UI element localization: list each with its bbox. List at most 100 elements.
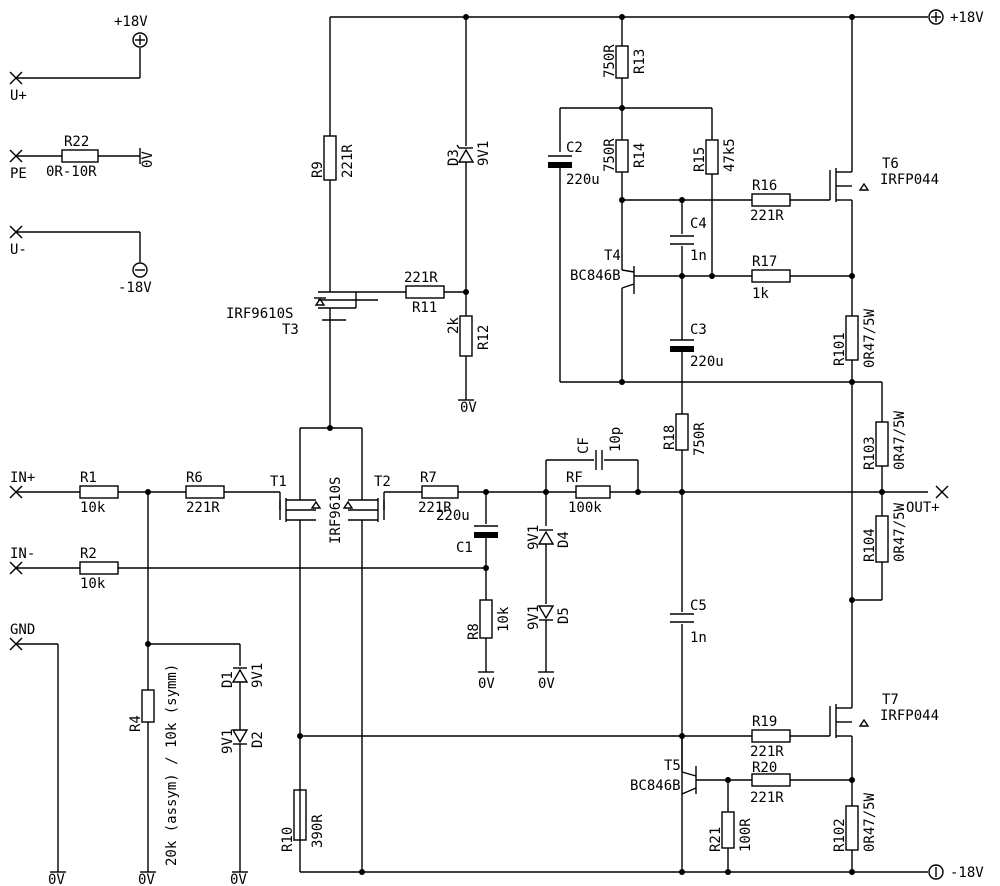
c2-capacitor: [548, 108, 882, 383]
label-t3-type: IRF9610S: [226, 306, 293, 322]
rf-resistor: [575, 485, 949, 499]
r18-resistor: [675, 413, 689, 612]
label-t3: T3: [282, 322, 299, 338]
label-r11: R11: [412, 300, 437, 316]
label-r102: R102: [832, 818, 848, 852]
label-c2: C2: [566, 140, 583, 156]
label-r6-val: 221R: [186, 500, 220, 516]
r20-resistor: [751, 773, 852, 787]
label-r12-val: 2k: [446, 317, 462, 334]
u-minus-connector: [9, 225, 148, 278]
r13-resistor: [560, 17, 712, 140]
negative-rail: [300, 864, 944, 880]
in-minus-line: [9, 561, 486, 575]
junction-dots: [145, 14, 885, 875]
label-r15-val: 47k5: [722, 138, 738, 172]
label-d3-val: 9V1: [476, 141, 492, 166]
t1-mosfet: [279, 492, 322, 872]
label-r19-val: 221R: [750, 744, 784, 760]
label-r21-val: 100R: [738, 818, 754, 852]
label-r8-gnd: 0V: [478, 676, 495, 692]
label-r1-val: 10k: [80, 500, 106, 516]
label-r17: R17: [752, 254, 777, 270]
label-r6: R6: [186, 470, 203, 486]
label-c5: C5: [690, 598, 707, 614]
label-d2-0v: 0V: [230, 872, 247, 886]
r16-resistor: [622, 193, 830, 207]
r11-resistor: [356, 285, 466, 299]
r10-resistor: [293, 789, 307, 841]
label-r7: R7: [420, 470, 437, 486]
label-p18-right: +18V: [950, 10, 984, 26]
d3-zener: [456, 17, 475, 292]
label-r19: R19: [752, 714, 777, 730]
label-r22-val: 0R-10R: [46, 164, 97, 180]
label-t2: T2: [374, 474, 391, 490]
label-c4-val: 1n: [690, 248, 707, 264]
label-d4-val: 9V1: [526, 525, 542, 550]
label-d5-gnd: 0V: [538, 676, 555, 692]
label-c1-val: 220u: [436, 508, 470, 524]
label-m18: -18V: [118, 280, 152, 296]
label-t12-type: IRF9610S: [328, 477, 344, 544]
label-d2: D2: [250, 731, 266, 748]
positive-rail: [330, 9, 944, 25]
label-r20: R20: [752, 760, 777, 776]
r15-resistor: [705, 108, 719, 276]
label-r11-val: 221R: [404, 270, 438, 286]
label-t6-type: IRFP044: [880, 172, 939, 188]
label-pe-0v: 0V: [140, 151, 156, 168]
r104-resistor: [852, 492, 889, 601]
c3-capacitor: [670, 339, 694, 414]
label-r20-val: 221R: [750, 790, 784, 806]
label-gnd: GND: [10, 622, 35, 638]
label-u-plus: U+: [10, 88, 27, 104]
t4-transistor: [621, 266, 712, 382]
t2-mosfet: [342, 492, 385, 872]
label-t1: T1: [270, 474, 287, 490]
label-d4: D4: [556, 531, 572, 548]
label-c3: C3: [690, 322, 707, 338]
label-r13-val: 750R: [602, 44, 618, 78]
c1-capacitor: [474, 492, 498, 600]
label-r104-val: 0R47/5W: [892, 502, 908, 562]
label-t4-type: BC846B: [570, 268, 621, 284]
label-u-minus: U-: [10, 242, 27, 258]
label-d1: D1: [220, 671, 236, 688]
cf-capacitor: [546, 450, 639, 492]
r9-resistor: [323, 17, 337, 288]
label-r10: R10: [280, 827, 296, 852]
r19-resistor: [300, 729, 830, 743]
r102-resistor: [845, 805, 859, 872]
pe-connector: [9, 148, 141, 164]
label-r13: R13: [632, 49, 648, 74]
c4-capacitor: [670, 200, 694, 340]
label-c5-val: 1n: [690, 630, 707, 646]
label-r14: R14: [632, 143, 648, 168]
t7-mosfet: [829, 600, 870, 806]
label-r15: R15: [692, 147, 708, 172]
label-r103: R103: [862, 436, 878, 470]
label-r103-val: 0R47/5W: [892, 410, 908, 470]
label-cf-val: 10p: [608, 427, 624, 452]
label-c4: C4: [690, 216, 707, 232]
label-r9-val: 221R: [340, 144, 356, 178]
labels: +18V U+ R22 0R-10R PE 0V U- -18V R9 221R…: [10, 10, 984, 886]
in-plus-line: [9, 485, 281, 510]
label-r18: R18: [662, 425, 678, 450]
label-r16-val: 221R: [750, 208, 784, 224]
label-r1: R1: [80, 470, 97, 486]
label-d5-val: 9V1: [526, 605, 542, 630]
label-t7-type: IRFP044: [880, 708, 939, 724]
label-r4-0v: 0V: [138, 872, 155, 886]
label-r18-val: 750R: [692, 422, 708, 456]
r21-resistor: [721, 780, 735, 872]
label-out-plus: OUT+: [906, 500, 940, 516]
label-r101-val: 0R47/5W: [862, 308, 878, 368]
label-in-minus: IN-: [10, 546, 35, 562]
label-r16: R16: [752, 178, 777, 194]
r4-resistor: [140, 492, 156, 873]
label-r10-val: 390R: [310, 814, 326, 848]
label-r14-val: 750R: [602, 138, 618, 172]
r8-resistor: [478, 599, 494, 673]
